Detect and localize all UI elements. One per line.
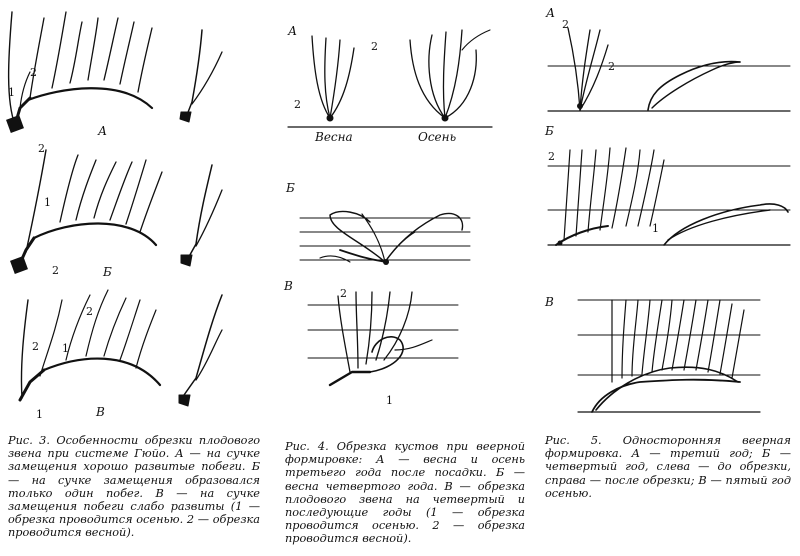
fig4-v-marker-1: 1 [386,394,393,407]
fig5-panel-b [547,147,791,246]
fig4-panel-a [287,29,493,128]
fig3-v-marker-1: 1 [62,342,69,355]
fig3-caption: Рис. 3. Особенности обрезки плодового зв… [8,434,260,540]
fig5-b-marker-1: 1 [652,222,659,235]
fig5-panel-a [547,27,791,112]
fig5-label-v: В [545,295,554,309]
fig3-a-marker-1: 1 [8,86,15,99]
fig4-label-autumn: Осень [418,130,457,144]
fig5-b-marker-2: 2 [548,150,555,163]
fig4-a-marker-2b: 2 [294,98,301,111]
fig4-label-b: Б [286,181,295,195]
fig3-label-v: В [96,405,105,419]
fig3-label-b: Б [103,265,112,279]
fig4-panel-v [307,291,459,387]
fig3-label-a: А [98,124,108,138]
fig5-label-b: Б [545,124,554,138]
fig5-a-marker-2b: 2 [608,60,615,73]
fig5-panel-v [577,299,761,413]
fig5-label-a: А [546,6,556,20]
fig4-label-spring: Весна [315,130,353,144]
fig4-illustration [287,29,493,387]
fig3-v-marker-2: 2 [86,305,93,318]
fig3-illustration [6,11,223,407]
fig4-label-a: А [288,24,298,38]
fig4-label-v: В [284,279,293,293]
fig3-panel-v [18,289,223,407]
fig4-caption: Рис. 4. Обрезка кустов при веерной форми… [285,440,525,546]
fig4-panel-b [299,210,471,265]
fig5-caption: Рис. 5. Односторонняя веерная формировка… [545,434,791,500]
fig3-b-marker-2b: 2 [52,264,59,277]
fig3-b-marker-2: 2 [38,142,45,155]
fig3-panel-a [6,11,223,133]
fig3-panel-b [10,149,223,274]
fig5-illustration [547,27,791,413]
fig3-v-marker-1b: 1 [36,408,43,421]
fig3-v-marker-2b: 2 [32,340,39,353]
fig5-a-marker-2: 2 [562,18,569,31]
fig3-b-marker-1: 1 [44,196,51,209]
fig4-a-marker-2: 2 [371,40,378,53]
fig3-a-marker-2: 2 [30,66,37,79]
fig4-v-marker-2: 2 [340,287,347,300]
